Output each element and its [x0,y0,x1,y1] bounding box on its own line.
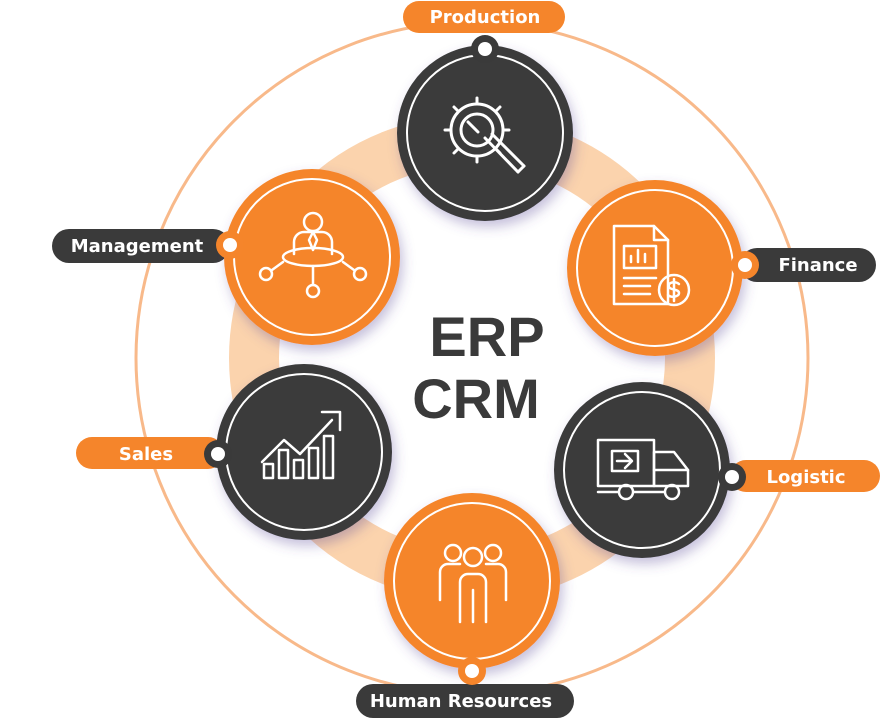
connector-dot-inner-finance [738,258,752,272]
node-circle-logistic [554,382,730,558]
pill-finance [740,248,876,282]
connector-dot-inner-sales [211,447,225,461]
node-circle-sales [216,364,392,540]
center-title-crm: CRM [412,367,540,430]
financial-report-dollar-icon [612,224,691,307]
pill-human-resources [356,684,574,718]
node-human-resources[interactable]: Human Resources [356,493,574,718]
delivery-truck-icon [596,438,690,501]
gear-wrench-icon [443,96,526,174]
pill-sales [76,437,224,469]
node-management[interactable]: Management [52,169,400,345]
pill-label-sales: Sales [119,444,173,465]
center-title-erp: ERP [429,305,544,368]
pill-management [52,229,230,263]
manager-network-icon [258,211,368,299]
node-circle-human-resources [384,493,560,669]
node-finance[interactable]: Finance [567,180,876,356]
pill-label-finance: Finance [778,255,857,276]
connector-dot-inner-human-resources [465,664,479,678]
pill-production [403,1,565,33]
connector-dot-inner-production [478,42,492,56]
connector-dot-inner-logistic [725,470,739,484]
growth-chart-icon [260,410,342,480]
node-sales[interactable]: Sales [76,364,392,540]
team-people-icon [438,543,508,624]
pill-logistic [730,460,880,492]
connector-dot-inner-management [223,238,237,252]
node-logistic[interactable]: Logistic [554,382,880,558]
node-circle-management [224,169,400,345]
node-production[interactable]: Production [397,1,573,221]
pill-label-logistic: Logistic [766,467,845,488]
pill-label-human-resources: Human Resources [370,691,552,712]
pill-label-production: Production [430,7,541,28]
pill-label-management: Management [71,236,204,257]
node-circle-production [397,45,573,221]
